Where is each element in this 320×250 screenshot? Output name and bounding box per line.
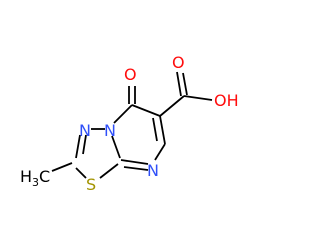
bond-n4-c8a — [111, 135, 121, 159]
molecule-structure: O O OH N N N S H 3 C — [20, 53, 239, 194]
bond-ch3-c2 — [51, 162, 73, 172]
bond-s1-c8a — [99, 163, 119, 179]
nitrogen-bridge-label: N — [104, 121, 116, 140]
bond-c2-n3-double — [82, 134, 87, 155]
oxygen-hydroxyl-label: OH — [214, 91, 239, 110]
oxygen-carbonyl-label: O — [124, 65, 137, 84]
bond-c7-c6-double — [152, 117, 158, 142]
methyl-c-label: C — [39, 167, 50, 186]
bond-c5-n4 — [113, 104, 133, 124]
methyl-subscript-label: 3 — [32, 176, 39, 189]
bond-cooh-o — [176, 71, 182, 97]
methyl-h-label: H — [20, 167, 32, 186]
bond-cooh-o-double — [182, 72, 188, 96]
structure-canvas: O O OH N N N S H 3 C — [20, 53, 239, 194]
bond-c7-c6 — [159, 115, 166, 145]
oxygen-acid-carbonyl-label: O — [172, 53, 185, 72]
bond-lines — [51, 71, 213, 179]
bond-cooh-oh — [183, 95, 213, 101]
bond-c6-c5 — [131, 104, 161, 117]
atom-labels: O O OH N N N S H 3 C — [20, 53, 239, 194]
bond-c2-n3 — [75, 134, 81, 159]
bond-n8-c7 — [154, 143, 166, 161]
nitrogen-ring-top-label: N — [79, 121, 91, 140]
bond-c6-cooh — [159, 95, 185, 117]
nitrogen-pyrimidine-label: N — [147, 161, 159, 180]
bond-c8a-n8 — [120, 159, 149, 165]
sulfur-label: S — [86, 175, 96, 194]
bond-c2-s1 — [75, 167, 87, 179]
bond-c8a-n8-double — [123, 166, 149, 171]
